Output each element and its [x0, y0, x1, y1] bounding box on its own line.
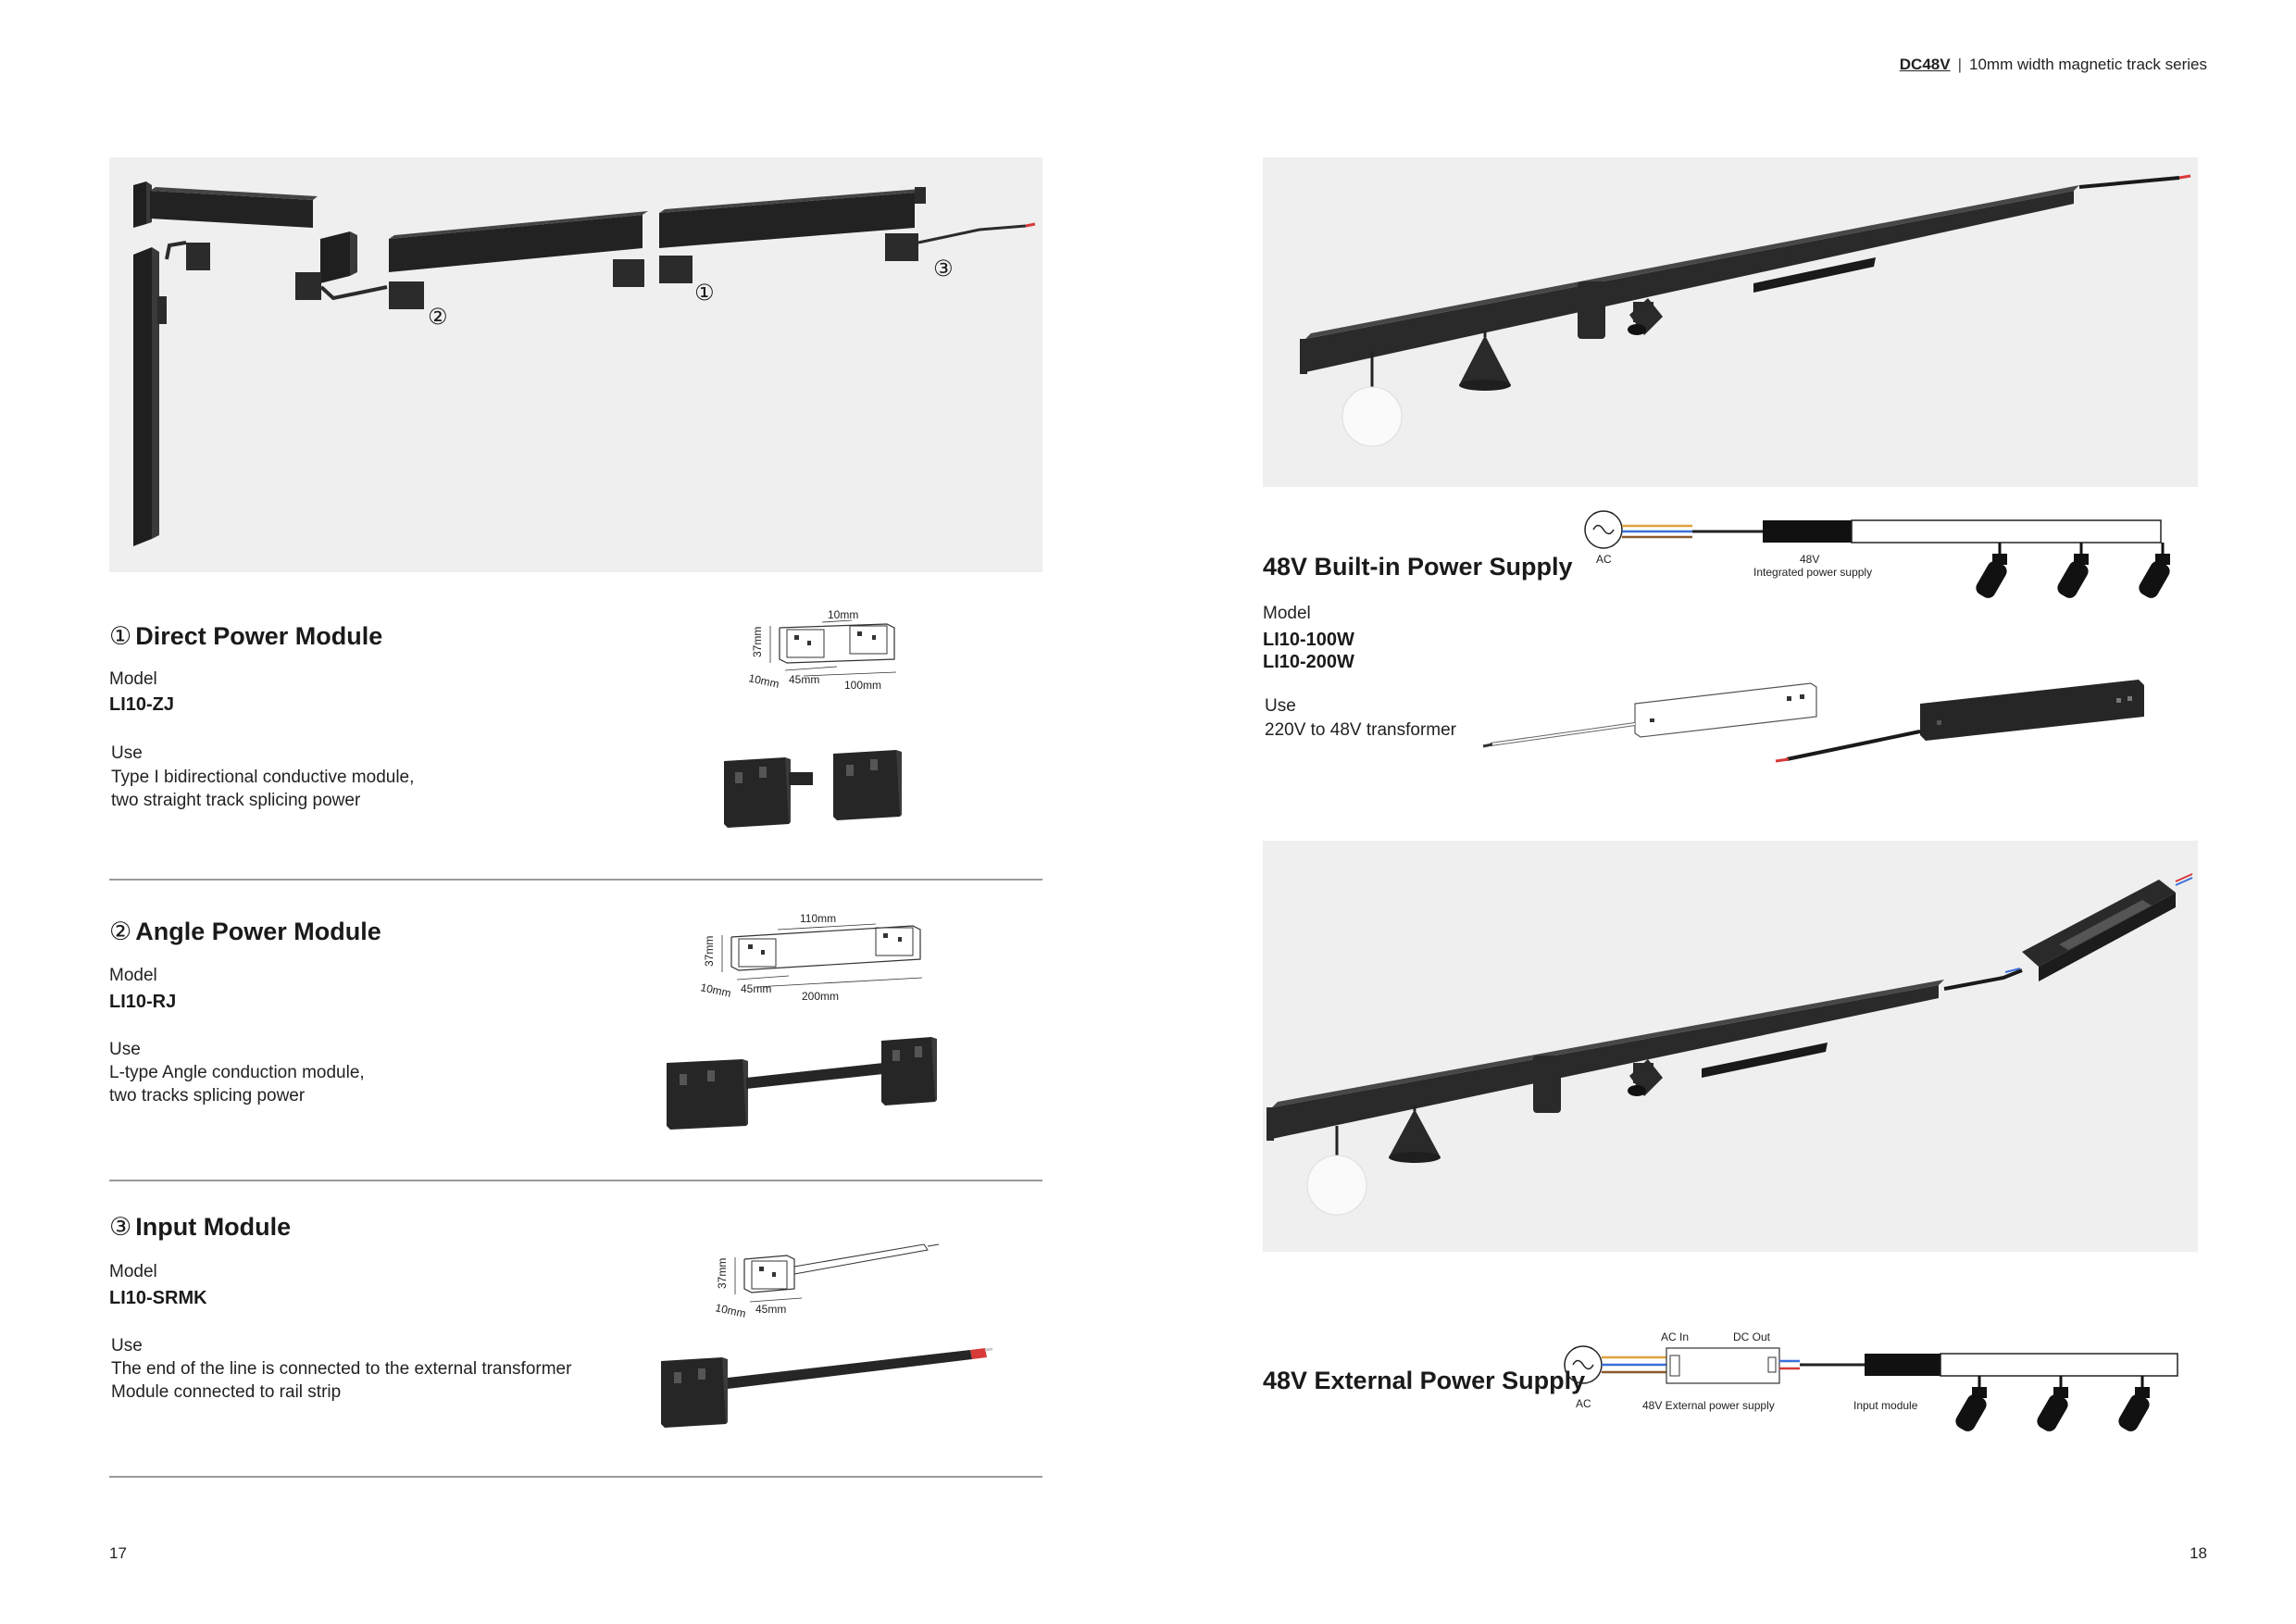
- module-1-dimension-drawing: 37mm 10mm 10mm 45mm 100mm: [748, 609, 897, 692]
- divider-2: [109, 1180, 1042, 1181]
- builtin-model-2: LI10-200W: [1263, 652, 1354, 672]
- builtin-hero-svg: [1300, 174, 2191, 447]
- builtin-supply-line1: 48V: [1800, 553, 1819, 566]
- module-1-use-line-2: two straight track splicing power: [111, 791, 361, 810]
- module-1-dim-length: 100mm: [844, 679, 881, 692]
- builtin-model-label: Model: [1263, 604, 1311, 623]
- module-2-dimension-drawing: 37mm 110mm 10mm 45mm 200mm: [700, 912, 923, 1003]
- external-hero-image: [1263, 841, 2198, 1252]
- input-module-block: [1865, 1354, 1940, 1376]
- module-2-dim-length: 200mm: [802, 990, 839, 1003]
- module-1-dim-base: 45mm: [789, 673, 819, 686]
- header-separator: |: [1957, 56, 1963, 73]
- module-3-use-line-1: The end of the line is connected to the …: [111, 1359, 572, 1379]
- external-track-rail-block: [1940, 1353, 2178, 1377]
- module-1-dim-height: 37mm: [751, 627, 764, 657]
- module-2-product-image: [667, 1037, 937, 1130]
- builtin-driver-images: [1482, 680, 2144, 763]
- callout-1: ①: [694, 281, 715, 306]
- module-3-product-image: [661, 1347, 993, 1428]
- module-2-dim-base: 45mm: [741, 982, 771, 995]
- builtin-use: 220V to 48V transformer: [1265, 720, 1456, 740]
- external-input-label: Input module: [1853, 1399, 1918, 1412]
- module-3-dimension-drawing: 37mm 10mm 45mm: [714, 1243, 940, 1320]
- module-1-use-label: Use: [111, 743, 143, 763]
- callout-2: ②: [428, 305, 448, 330]
- builtin-title: 48V Built-in Power Supply: [1263, 553, 1573, 581]
- callout-3: ③: [933, 256, 954, 281]
- page-number-right: 18: [2190, 1544, 2207, 1562]
- builtin-wiring-diagram: AC 48V Integrated power supply: [1584, 510, 2170, 598]
- spotlight-icon: [2118, 1376, 2150, 1431]
- module-2-name: Angle Power Module: [135, 918, 381, 945]
- builtin-ac-label: AC: [1596, 553, 1612, 566]
- header-subtitle: 10mm width magnetic track series: [1969, 56, 2207, 73]
- builtin-supply-line2: Integrated power supply: [1753, 566, 1872, 579]
- spotlight-icon: [1955, 1376, 1987, 1431]
- module-1-product-image: [724, 750, 902, 828]
- module-2-use-line-1: L-type Angle conduction module,: [109, 1063, 365, 1082]
- driver-black: [1775, 680, 2144, 763]
- page-header: DC48V | 10mm width magnetic track series: [1900, 56, 2207, 74]
- page-number-left: 17: [109, 1544, 127, 1562]
- module-3-dim-depth: 10mm: [714, 1301, 747, 1320]
- module-3-dim-height: 37mm: [716, 1258, 729, 1289]
- external-driver-box: [2022, 880, 2176, 981]
- builtin-use-label: Use: [1265, 696, 1296, 716]
- divider-3: [109, 1476, 1042, 1478]
- driver-white: [1482, 682, 1817, 748]
- module-2-use: L-type Angle conduction module, two trac…: [109, 1061, 365, 1107]
- module-3-model: LI10-SRMK: [109, 1288, 207, 1308]
- header-brand: DC48V: [1899, 56, 1951, 73]
- module-1-use-line-1: Type I bidirectional conductive module,: [111, 768, 415, 787]
- module-3-use: The end of the line is connected to the …: [111, 1357, 571, 1404]
- module-1-use: Type I bidirectional conductive module, …: [111, 766, 414, 812]
- module-3-name: Input Module: [135, 1213, 292, 1241]
- module-1-dim-top: 10mm: [828, 609, 858, 621]
- module-3-use-line-2: Module connected to rail strip: [111, 1382, 342, 1402]
- module-1-model-label: Model: [109, 669, 157, 689]
- external-supply-label: 48V External power supply: [1642, 1399, 1775, 1412]
- module-2-number: ②: [109, 918, 132, 945]
- module-1-dim-depth: 10mm: [748, 671, 780, 691]
- builtin-model-1: LI10-100W: [1263, 630, 1354, 650]
- module-2-use-label: Use: [109, 1040, 141, 1059]
- spotlight-icon: [2139, 543, 2170, 598]
- module-2-dim-depth: 10mm: [700, 981, 732, 1000]
- track-exploded-image: ② ① ③: [109, 157, 1042, 572]
- external-driver-block: [1666, 1347, 1780, 1384]
- external-title: 48V External Power Supply: [1263, 1367, 1586, 1394]
- module-3-dim-base: 45mm: [755, 1303, 786, 1316]
- spotlight-icon: [2057, 543, 2089, 598]
- module-2-model: LI10-RJ: [109, 992, 177, 1012]
- module-3-use-label: Use: [111, 1336, 143, 1355]
- module-1-name: Direct Power Module: [135, 622, 383, 650]
- module-2-dim-top: 110mm: [800, 912, 836, 925]
- external-ac-in-label: AC In: [1661, 1330, 1689, 1343]
- external-ac-label: AC: [1576, 1397, 1591, 1410]
- ac-source-symbol: [1584, 510, 1623, 549]
- track-exploded-svg: [133, 181, 1036, 546]
- spotlight-icon: [1976, 543, 2007, 598]
- module-3-number: ③: [109, 1213, 132, 1241]
- external-dc-out-label: DC Out: [1733, 1330, 1771, 1343]
- module-1-model: LI10-ZJ: [109, 694, 175, 715]
- track-rail-block: [1851, 519, 2162, 543]
- module-2-model-label: Model: [109, 966, 157, 985]
- module-1-number: ①: [109, 622, 132, 650]
- module-3-model-label: Model: [109, 1262, 157, 1281]
- module-2-dim-height: 37mm: [703, 936, 716, 967]
- integrated-driver-block: [1763, 520, 1852, 543]
- builtin-hero-image: [1263, 157, 2198, 487]
- external-hero-svg: [1267, 873, 2193, 1216]
- divider-1: [109, 879, 1042, 881]
- spotlight-icon: [2037, 1376, 2068, 1431]
- module-2-use-line-2: two tracks splicing power: [109, 1086, 306, 1106]
- external-wiring-diagram: AC AC In DC Out 48V External power suppl…: [1564, 1330, 2178, 1431]
